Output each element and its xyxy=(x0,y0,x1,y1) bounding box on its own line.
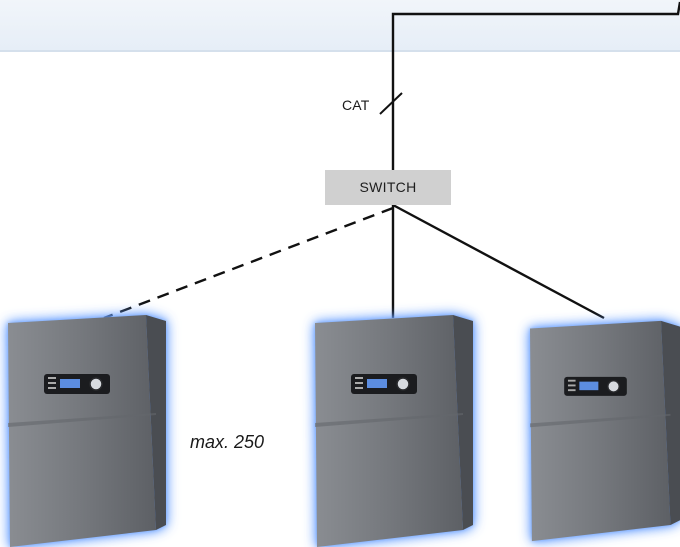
lcd-screen xyxy=(60,379,80,388)
cable-label: CAT xyxy=(342,97,370,113)
max-devices-label: max. 250 xyxy=(190,432,265,452)
device-left xyxy=(8,315,166,547)
cat-cable-marker xyxy=(379,92,403,115)
header-band xyxy=(0,0,680,52)
switch-box: SWITCH xyxy=(325,170,451,205)
link-right xyxy=(392,203,605,320)
device-center xyxy=(315,315,473,547)
link-dashed-left xyxy=(103,206,394,320)
device-right xyxy=(530,320,680,542)
uplink-cable xyxy=(391,1,680,170)
lcd-screen xyxy=(579,381,599,391)
control-knob xyxy=(89,377,103,391)
control-knob xyxy=(396,377,410,391)
control-knob xyxy=(607,379,620,393)
lcd-screen xyxy=(367,379,387,388)
